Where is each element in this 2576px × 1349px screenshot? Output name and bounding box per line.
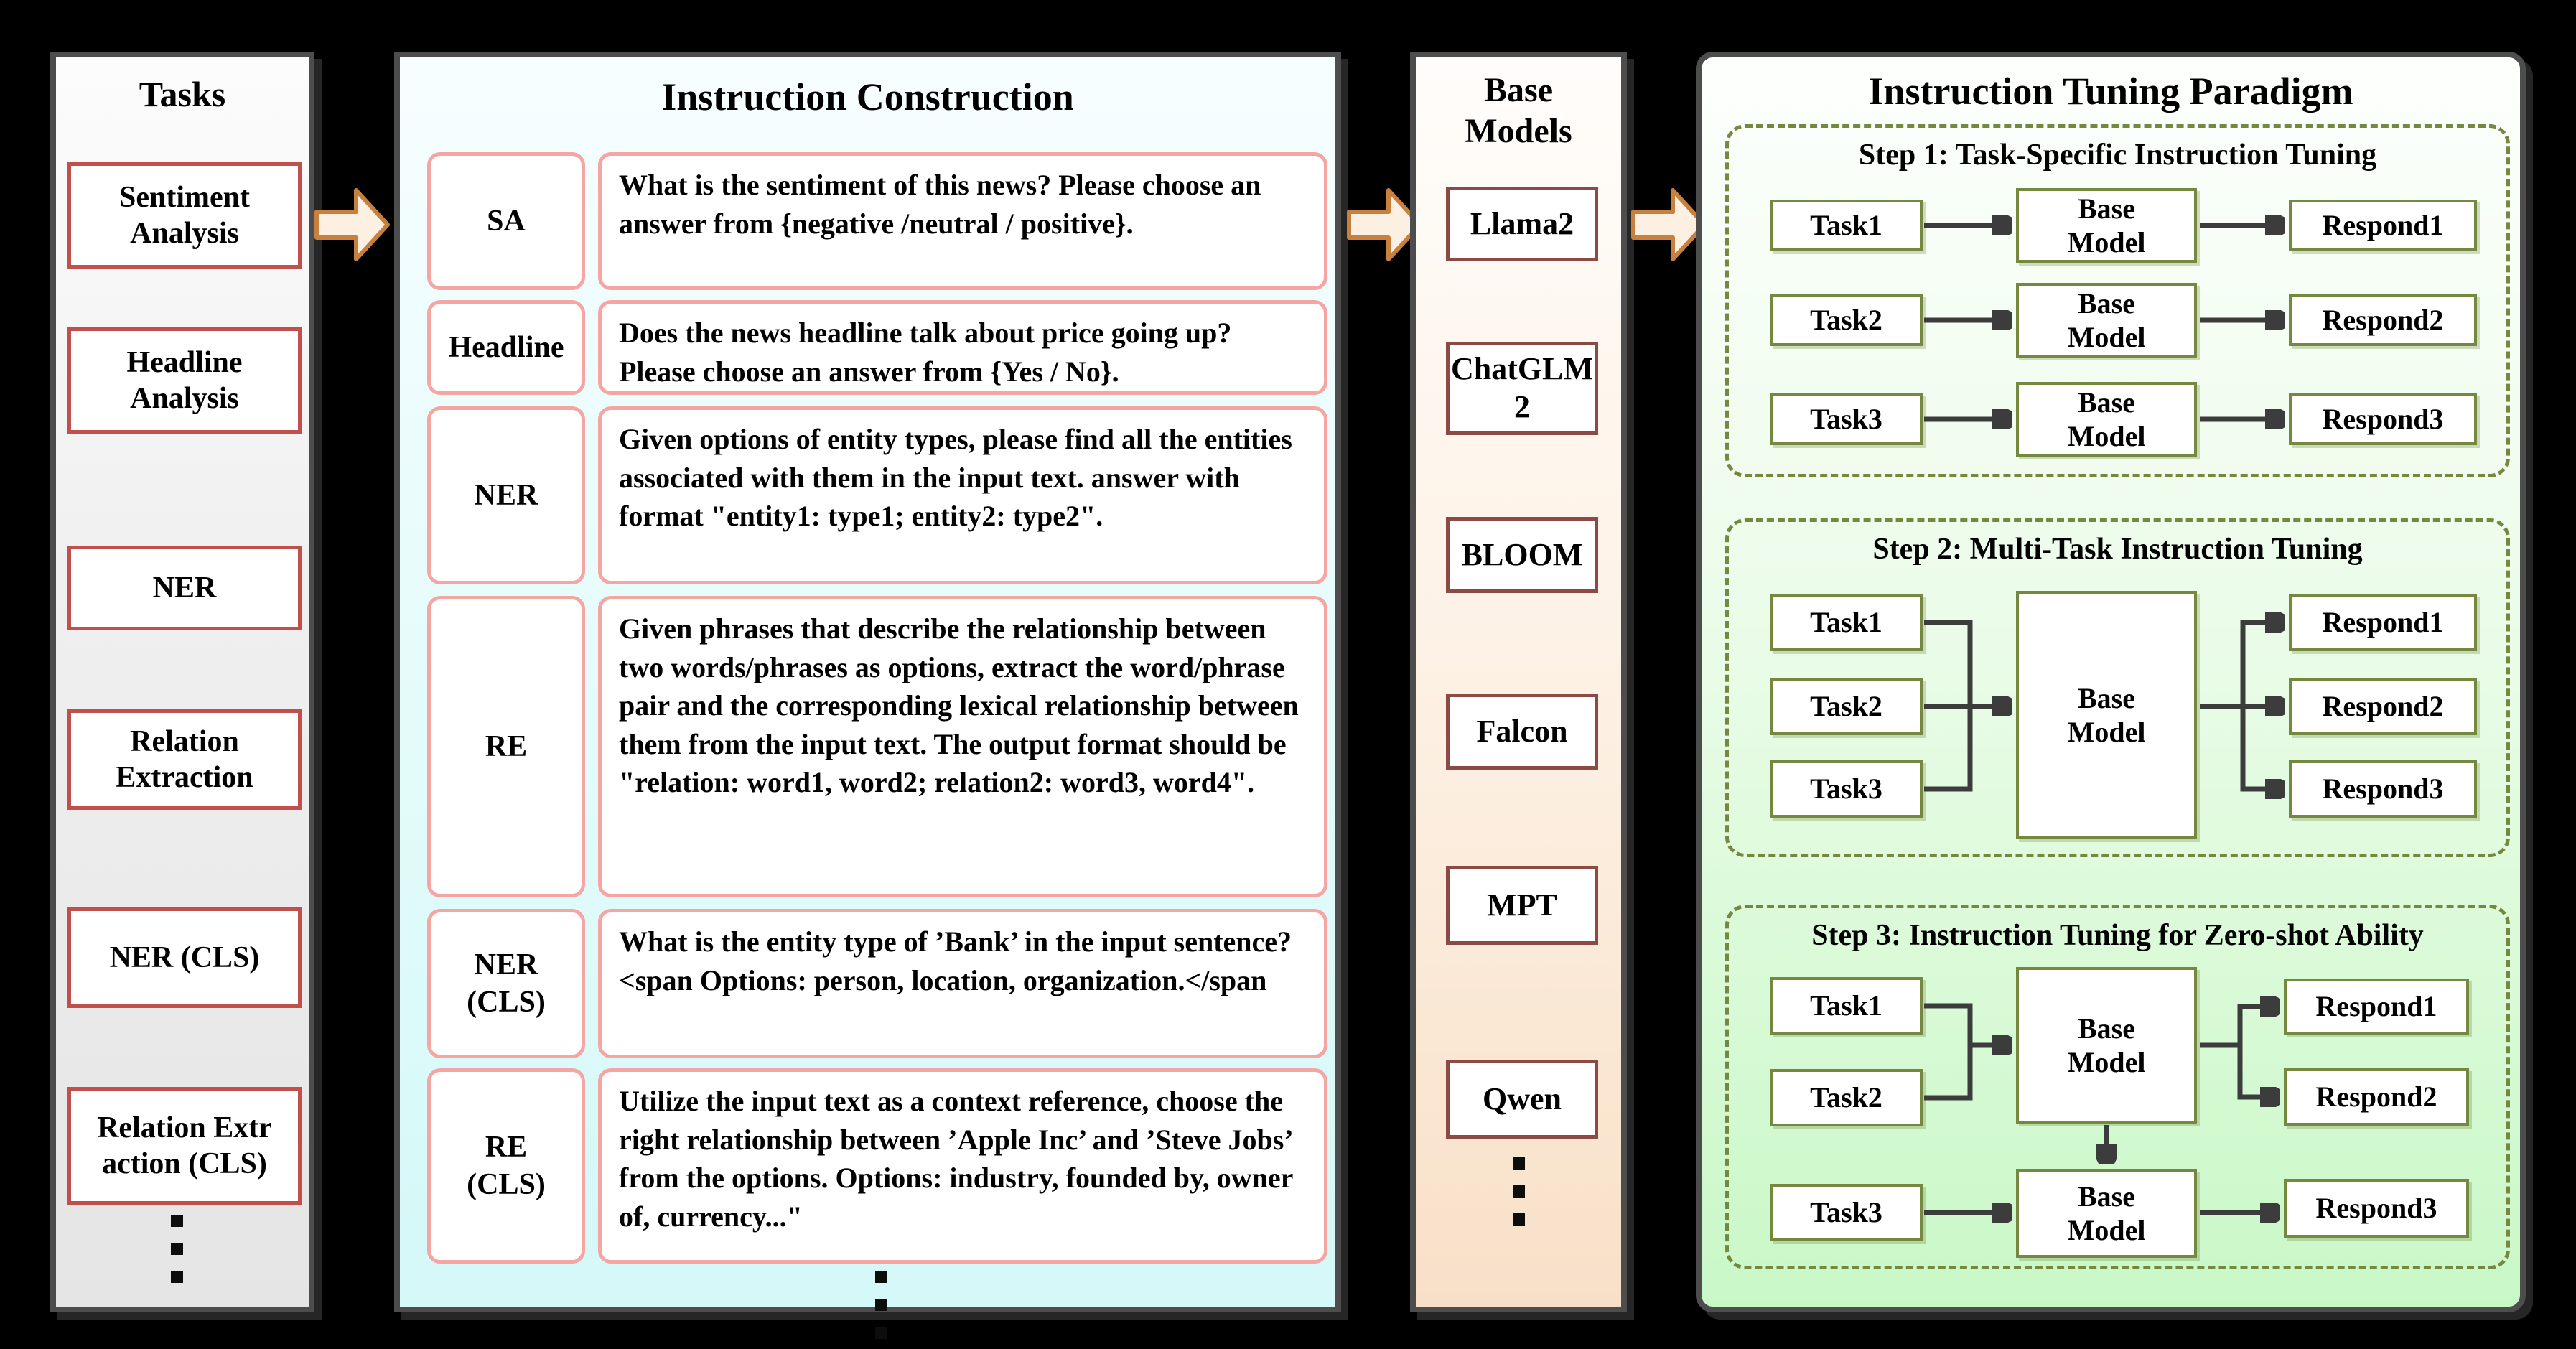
instruction-text-headline: Does the news headline talk about price … — [598, 300, 1327, 395]
instruction-tuning-paradigm-panel: Instruction Tuning Paradigm Step 1: Task… — [1696, 52, 2526, 1312]
task-box-headline-analysis: Headline Analysis — [67, 327, 302, 434]
paradigm-task-box: Task3 — [1770, 393, 1923, 445]
base-models-title: Base Models — [1465, 71, 1572, 150]
instruction-construction-panel: Instruction Construction SA What is the … — [394, 52, 1341, 1339]
paradigm-base-model-box: Base Model — [2016, 967, 2197, 1124]
task-box-relation-extraction: Relation Extraction — [67, 709, 302, 810]
paradigm-base-model-box: Base Model — [2016, 591, 2197, 839]
model-box-falcon: Falcon — [1446, 694, 1598, 770]
paradigm-respond-box: Respond1 — [2284, 979, 2469, 1035]
paradigm-task-box: Task1 — [1770, 200, 1923, 251]
paradigm-respond-box: Respond2 — [2289, 294, 2477, 346]
connector-arrows — [1924, 128, 2514, 481]
model-box-llama2: Llama2 — [1446, 187, 1598, 261]
step3-container: Step 3: Instruction Tuning for Zero-shot… — [1725, 905, 2510, 1269]
task-box-ner-cls: NER (CLS) — [67, 907, 302, 1008]
model-box-chatglm2: ChatGLM 2 — [1446, 342, 1598, 435]
model-box-mpt: MPT — [1446, 866, 1598, 945]
paradigm-respond-box: Respond1 — [2289, 200, 2477, 251]
paradigm-base-model-box: Base Model — [2016, 382, 2197, 457]
tasks-panel: Tasks Sentiment Analysis Headline Analys… — [50, 52, 314, 1312]
flow-arrow-icon — [1347, 188, 1422, 261]
paradigm-base-model-box: Base Model — [2016, 188, 2197, 263]
instruction-label-re: RE — [427, 596, 585, 897]
vertical-ellipsis-icon — [1513, 1157, 1525, 1226]
instruction-text-ner-cls: What is the entity type of ’Bank’ in the… — [598, 909, 1327, 1058]
base-models-panel: Base Models Llama2 ChatGLM 2 BLOOM Falco… — [1410, 52, 1627, 1312]
instruction-label-ner-cls: NER (CLS) — [427, 909, 585, 1058]
paradigm-base-model-box: Base Model — [2016, 1169, 2197, 1258]
task-box-sentiment-analysis: Sentiment Analysis — [67, 162, 302, 269]
instruction-text-re: Given phrases that describe the relation… — [598, 596, 1327, 897]
paradigm-respond-box: Respond2 — [2289, 678, 2477, 735]
instruction-panel-title: Instruction Construction — [661, 75, 1074, 118]
step1-container: Step 1: Task-Specific Instruction Tuning… — [1725, 124, 2510, 477]
step3-title: Step 3: Instruction Tuning for Zero-shot… — [1811, 919, 2424, 952]
paradigm-panel-title: Instruction Tuning Paradigm — [1868, 70, 2353, 113]
model-box-qwen: Qwen — [1446, 1060, 1598, 1139]
paradigm-task-box: Task1 — [1770, 594, 1923, 651]
step1-title: Step 1: Task-Specific Instruction Tuning — [1858, 139, 2377, 172]
flow-arrow-icon — [1631, 188, 1707, 261]
flow-arrow-icon — [314, 188, 390, 261]
instruction-text-ner: Given options of entity types, please fi… — [598, 406, 1327, 584]
instruction-text-re-cls: Utilize the input text as a context refe… — [598, 1068, 1327, 1264]
instruction-text-sa: What is the sentiment of this news? Plea… — [598, 152, 1327, 290]
connector-arrows — [1924, 908, 2514, 1273]
instruction-label-headline: Headline — [427, 300, 585, 395]
paradigm-task-box: Task3 — [1770, 760, 1923, 818]
paradigm-task-box: Task2 — [1770, 1069, 1923, 1126]
paradigm-task-box: Task2 — [1770, 294, 1923, 346]
paradigm-respond-box: Respond3 — [2284, 1179, 2469, 1238]
task-box-ner: NER — [67, 546, 302, 630]
step2-container: Step 2: Multi-Task Instruction Tuning Ta… — [1725, 518, 2510, 857]
paradigm-base-model-box: Base Model — [2016, 283, 2197, 358]
instruction-label-ner: NER — [427, 406, 585, 584]
paradigm-respond-box: Respond1 — [2289, 594, 2477, 651]
model-box-bloom: BLOOM — [1446, 517, 1598, 593]
paradigm-respond-box: Respond3 — [2289, 760, 2477, 818]
paradigm-task-box: Task1 — [1770, 977, 1923, 1035]
paradigm-task-box: Task2 — [1770, 678, 1923, 735]
tasks-panel-title: Tasks — [139, 74, 226, 114]
paradigm-task-box: Task3 — [1770, 1184, 1923, 1241]
vertical-ellipsis-icon — [875, 1271, 887, 1339]
task-box-relation-extraction-cls: Relation Extr action (CLS) — [67, 1087, 302, 1205]
paradigm-respond-box: Respond2 — [2284, 1068, 2469, 1126]
instruction-label-sa: SA — [427, 152, 585, 290]
vertical-ellipsis-icon — [171, 1215, 183, 1283]
instruction-label-re-cls: RE (CLS) — [427, 1068, 585, 1264]
paradigm-respond-box: Respond3 — [2289, 393, 2477, 445]
step2-title: Step 2: Multi-Task Instruction Tuning — [1872, 533, 2363, 566]
connector-arrows — [1924, 522, 2514, 861]
